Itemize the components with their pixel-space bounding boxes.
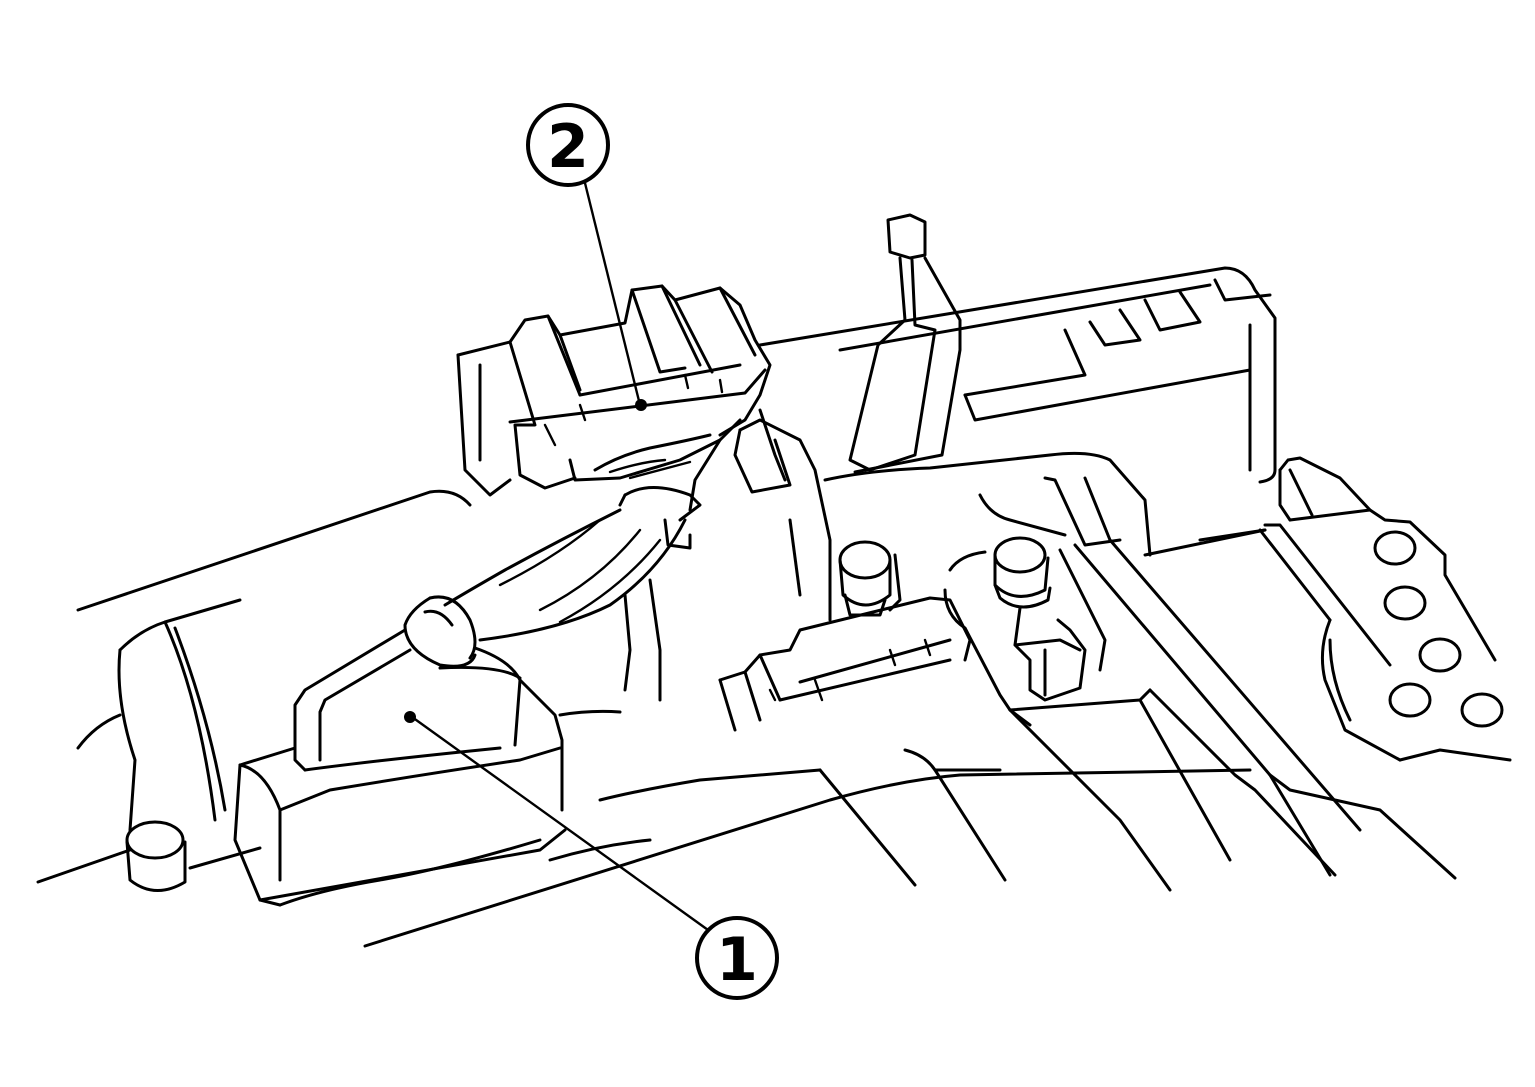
plate-holes <box>1373 530 1504 728</box>
small-bolt <box>125 820 187 892</box>
rear-housing <box>758 266 1277 484</box>
sensor-bracket <box>848 213 962 474</box>
callout-2-label: 2 <box>547 112 589 182</box>
transmission-housing <box>36 489 1252 948</box>
center-housing <box>558 408 832 717</box>
connector-1 <box>233 628 567 907</box>
mount-bracket <box>1013 606 1087 702</box>
leader-lines <box>404 173 717 937</box>
bolt-head <box>993 536 1052 609</box>
valve-body-plate <box>1008 456 1512 892</box>
right-housing <box>823 451 1267 727</box>
callout-1-label: 1 <box>716 925 758 995</box>
callout-1-anchor-dot <box>404 711 416 723</box>
callout-2-anchor-dot <box>635 399 647 411</box>
callout-1-circle <box>695 916 779 1000</box>
callout-1: 1 <box>695 916 779 1000</box>
harness-clamp <box>403 595 477 668</box>
sensor-cylinder <box>838 540 902 617</box>
callout-2-circle <box>526 103 610 187</box>
side-connector <box>718 596 972 732</box>
connector-2 <box>456 284 772 497</box>
lower-plate <box>548 748 1007 887</box>
callout-2: 2 <box>526 103 610 187</box>
wire-harness <box>443 433 722 642</box>
